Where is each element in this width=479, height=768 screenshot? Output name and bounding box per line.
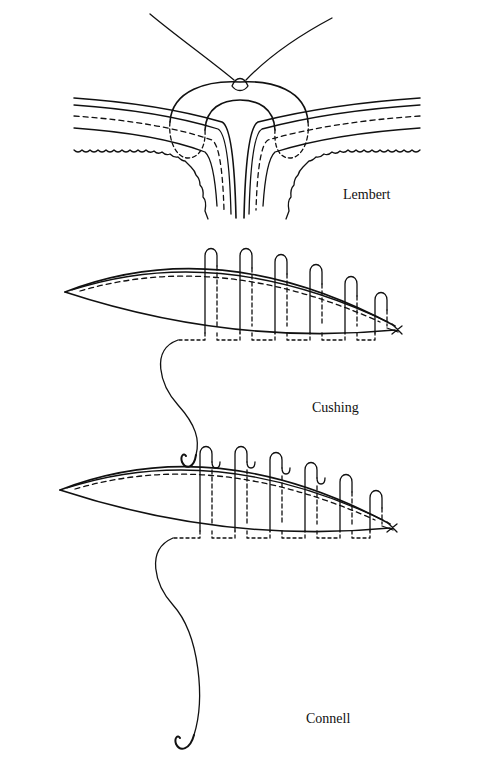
- suture-name: Lembert: [343, 187, 390, 202]
- connell-figure: [60, 447, 397, 749]
- suture-name: Cushing: [312, 400, 359, 415]
- lembert-figure: [74, 14, 420, 219]
- suture-name: Connell: [306, 711, 350, 726]
- cushing-figure: [65, 249, 402, 467]
